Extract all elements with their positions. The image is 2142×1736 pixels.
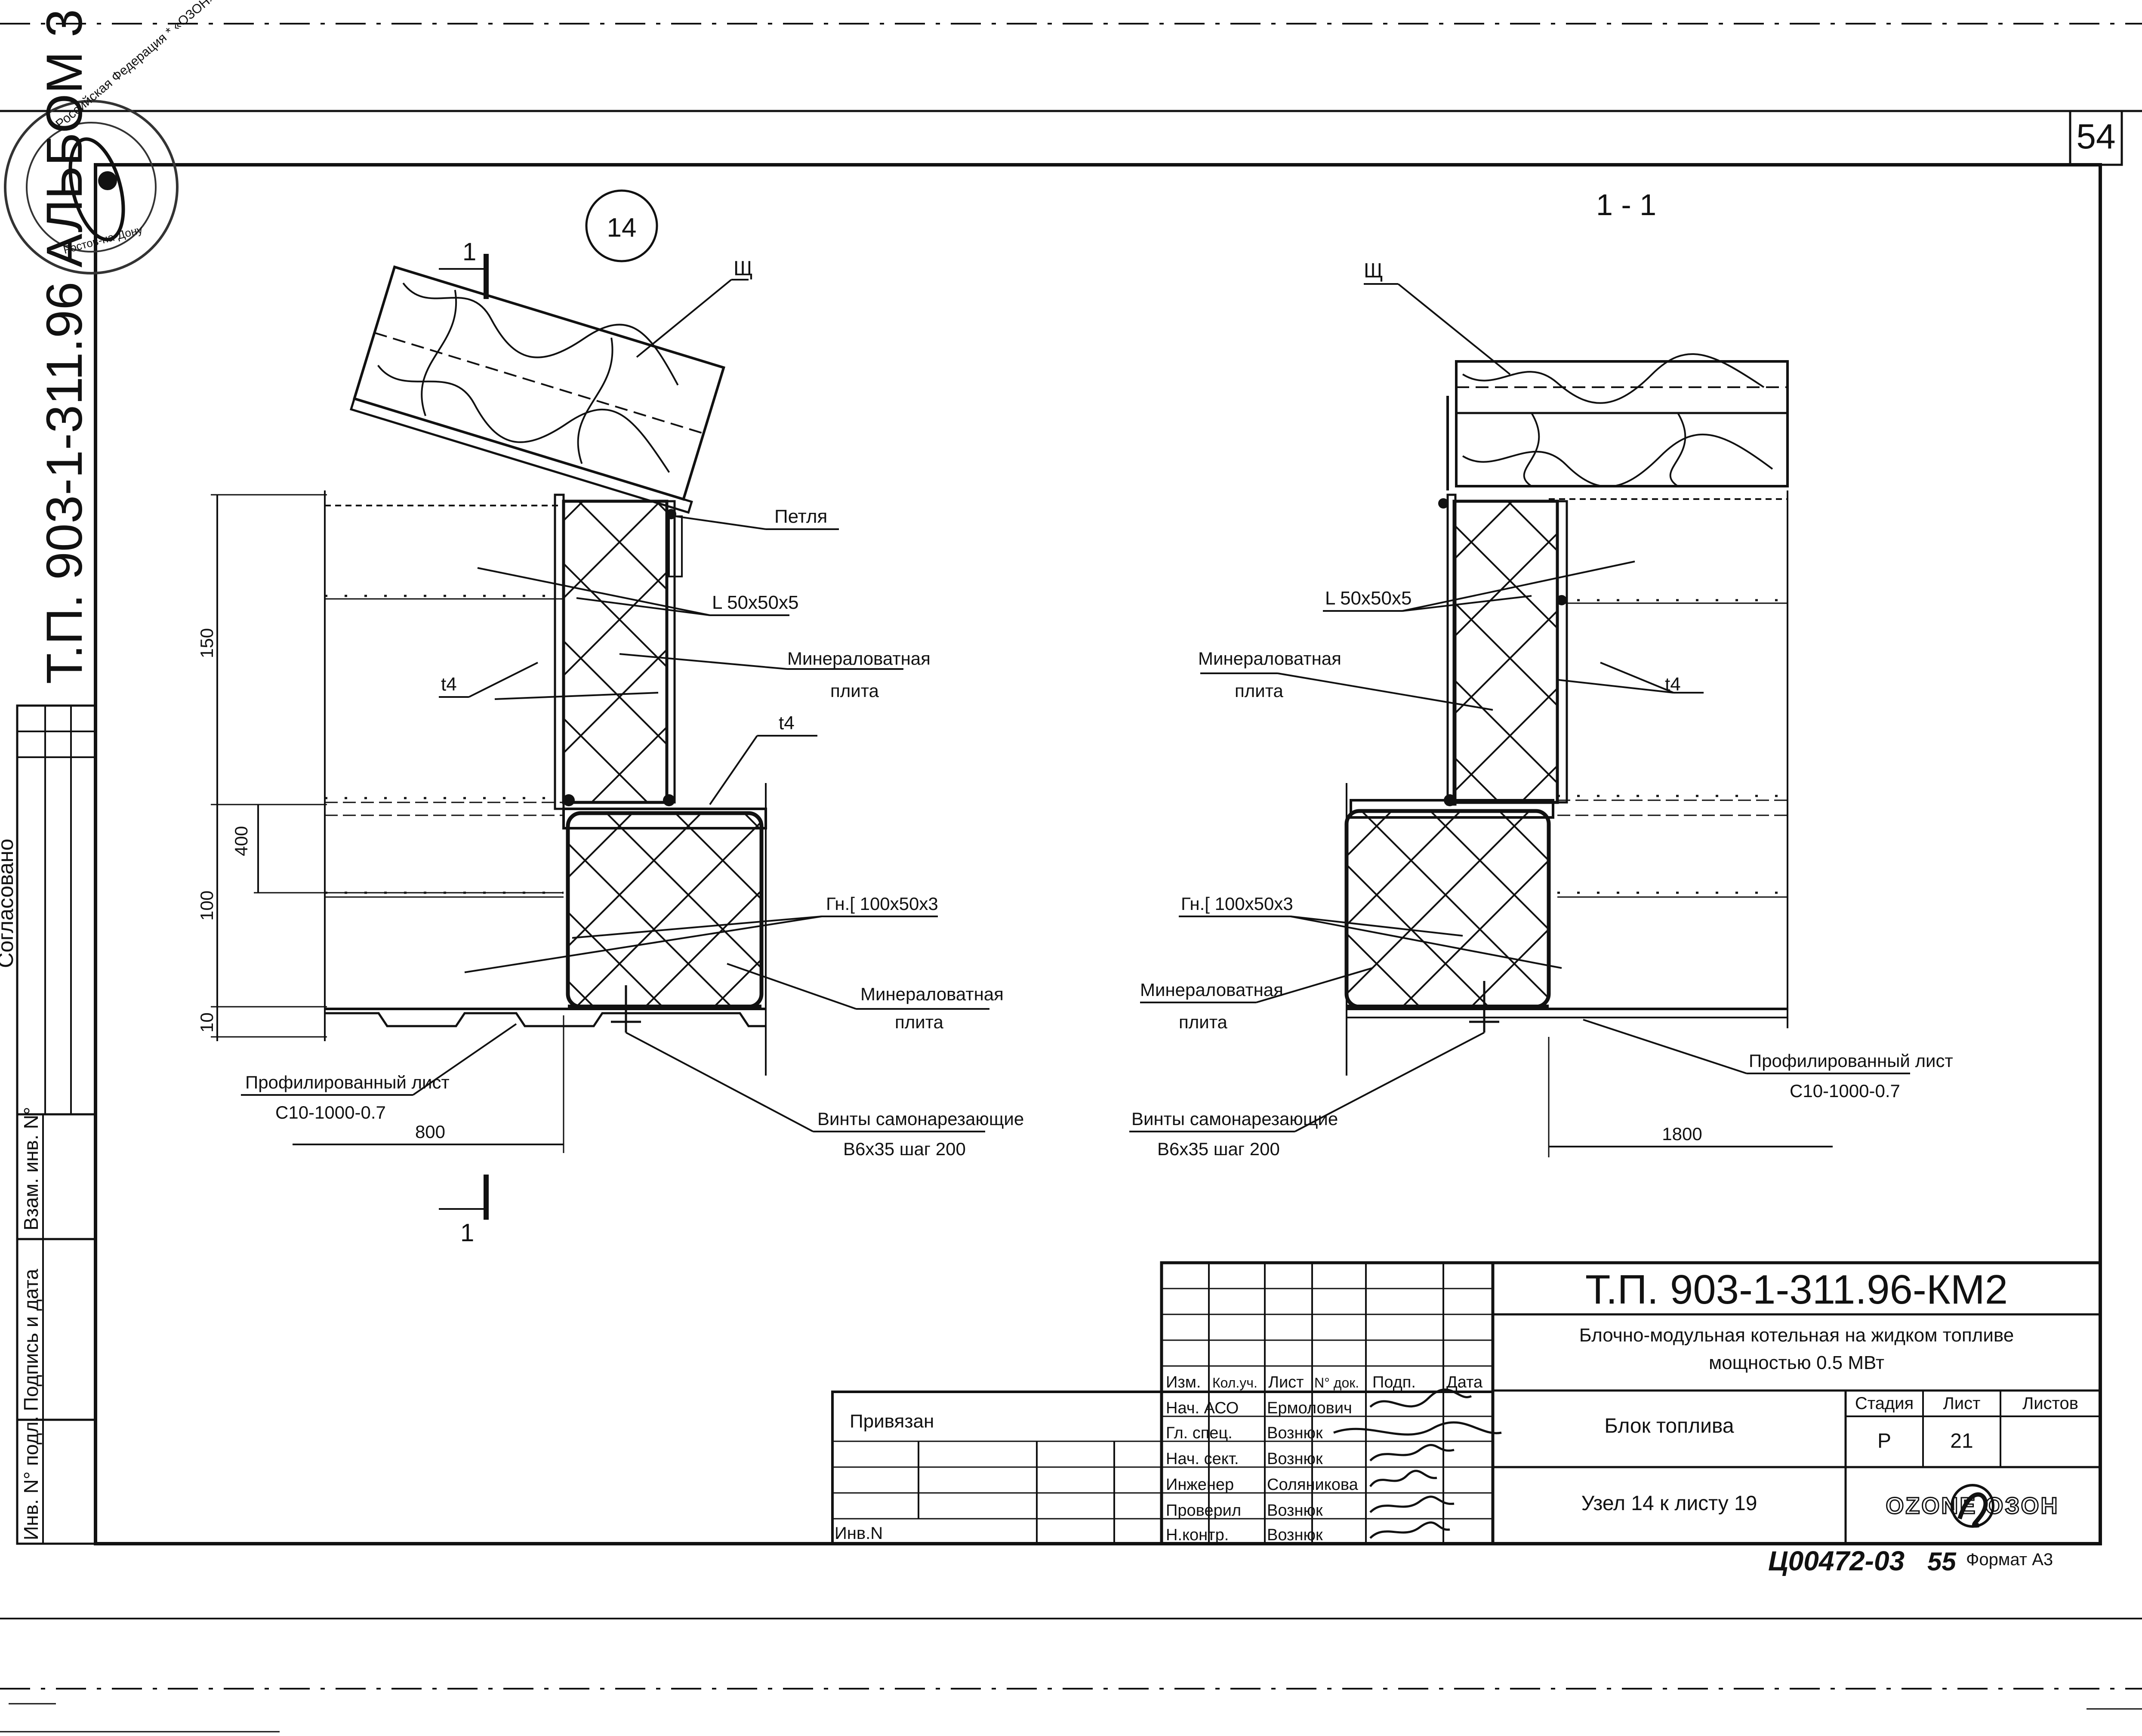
privyazan-label: Привязан bbox=[850, 1411, 934, 1432]
person-name: Вознюк bbox=[1267, 1526, 1323, 1544]
person-name: Соляникова bbox=[1267, 1476, 1359, 1494]
person-role: Инженер bbox=[1166, 1476, 1234, 1494]
section-mark-bottom: 1 bbox=[460, 1219, 474, 1247]
doc-code: Т.П. 903-1-311.96-КМ2 bbox=[1585, 1267, 2008, 1313]
right-profile-a: Профилированный лист bbox=[1749, 1051, 1953, 1071]
approval-strip: Согласовано Взам. инв. N° Подпись и дата… bbox=[0, 704, 97, 1545]
person-role: Проверил bbox=[1166, 1502, 1241, 1520]
sheet-title: Узел 14 к листу 19 bbox=[1581, 1492, 1757, 1515]
person-role: Нач. АСО bbox=[1166, 1399, 1239, 1417]
logo-text: OZONE ОЗОН bbox=[1886, 1493, 2059, 1519]
stage-header: Стадия bbox=[1855, 1394, 1914, 1413]
album-title: Т.П. 903-1-311.96 АЛЬБОМ 3 bbox=[36, 9, 93, 684]
dim-1800: 1800 bbox=[1662, 1124, 1702, 1144]
dim-10: 10 bbox=[197, 1012, 217, 1033]
left-label-channel: Гн.[ 100x50x3 bbox=[826, 894, 938, 914]
col-podp: Подп. bbox=[1372, 1373, 1416, 1391]
right-view: 1 - 1 1800 bbox=[1129, 188, 1953, 1159]
strip-podpis-data: Подпись и дата bbox=[20, 1269, 42, 1411]
right-label-channel: Гн.[ 100x50x3 bbox=[1181, 894, 1293, 914]
signatures bbox=[1333, 1388, 1502, 1539]
right-mineral-1b: плита bbox=[1235, 681, 1283, 701]
left-profile-b: С10-1000-0.7 bbox=[275, 1102, 386, 1122]
format-label: Формат А3 bbox=[1966, 1550, 2053, 1569]
inv-n-label: Инв.N bbox=[835, 1524, 883, 1543]
inventory-page: 55 bbox=[1927, 1547, 1957, 1576]
person-name: Вознюк bbox=[1267, 1424, 1323, 1442]
sheet-header: Лист bbox=[1943, 1394, 1981, 1413]
person-name: Ермолович bbox=[1267, 1399, 1352, 1417]
section-title: 1 - 1 bbox=[1596, 188, 1656, 222]
right-label-angle: L 50x50x5 bbox=[1325, 588, 1412, 609]
ozone-logo: OZONE ОЗОН bbox=[1885, 1484, 2059, 1528]
person-role: Н.контр. bbox=[1166, 1526, 1229, 1544]
dim-150: 150 bbox=[197, 628, 217, 658]
left-mineral-2b: плита bbox=[895, 1012, 943, 1032]
left-mineral-1b: плита bbox=[830, 681, 879, 701]
left-label-petlya: Петля bbox=[774, 506, 827, 527]
left-label-shch: Щ bbox=[734, 257, 753, 280]
right-mineral-2b: плита bbox=[1179, 1012, 1227, 1032]
person-name: Вознюк bbox=[1267, 1502, 1323, 1520]
title-block: Привязан Инв.N Изм. Кол.уч. Лист N° док.… bbox=[831, 1261, 2102, 1545]
left-screws-b: В6х35 шаг 200 bbox=[843, 1139, 966, 1159]
right-label-t4: t4 bbox=[1665, 674, 1681, 695]
section-mark-top: 1 bbox=[462, 238, 476, 266]
person-role: Гл. спец. bbox=[1166, 1424, 1233, 1442]
right-profile-b: С10-1000-0.7 bbox=[1790, 1081, 1900, 1101]
strip-vzam-inv: Взам. инв. N° bbox=[20, 1107, 42, 1230]
dim-100: 100 bbox=[197, 891, 217, 921]
description-line1: Блочно-модульная котельная на жидком топ… bbox=[1579, 1325, 2014, 1346]
sheet-no-value: 21 bbox=[1950, 1430, 1973, 1452]
stage-value: Р bbox=[1877, 1430, 1891, 1452]
trim-lines bbox=[0, 23, 2142, 1733]
sheet-number: 54 bbox=[2076, 117, 2115, 156]
right-label-shch: Щ bbox=[1364, 259, 1383, 282]
person-name: Вознюк bbox=[1267, 1450, 1323, 1468]
node-number: 14 bbox=[607, 213, 637, 243]
dim-400: 400 bbox=[231, 826, 251, 856]
sheets-header: Листов bbox=[2022, 1394, 2078, 1413]
left-screws-a: Винты самонарезающие bbox=[817, 1109, 1024, 1129]
person-role: Нач. сект. bbox=[1166, 1450, 1239, 1468]
description-line2: мощностью 0.5 МВт bbox=[1709, 1352, 1884, 1373]
left-mineral-1a: Минераловатная bbox=[787, 648, 931, 669]
left-label-angle: L 50x50x5 bbox=[712, 592, 798, 613]
left-view: 14 1 1 bbox=[197, 189, 1024, 1247]
right-mineral-2a: Минераловатная bbox=[1140, 980, 1283, 1000]
section-name: Блок топлива bbox=[1604, 1415, 1734, 1437]
col-izm: Изм. bbox=[1166, 1373, 1201, 1391]
right-screws-b: В6х35 шаг 200 bbox=[1157, 1139, 1280, 1159]
col-kol-uch: Кол.уч. bbox=[1212, 1375, 1257, 1391]
dim-800: 800 bbox=[415, 1122, 445, 1142]
inventory-handwritten: Ц00472-03 bbox=[1768, 1545, 1905, 1576]
left-mineral-2a: Минераловатная bbox=[860, 984, 1004, 1004]
strip-soglasovano: Согласовано bbox=[0, 839, 18, 968]
col-data: Дата bbox=[1446, 1373, 1483, 1391]
col-list: Лист bbox=[1268, 1373, 1304, 1391]
col-n-dok: N° док. bbox=[1314, 1375, 1359, 1391]
strip-inv-podl: Инв. N° подл. bbox=[20, 1416, 42, 1540]
right-screws-a: Винты самонарезающие bbox=[1131, 1109, 1338, 1129]
right-mineral-1a: Минераловатная bbox=[1198, 648, 1341, 669]
left-label-t4-left: t4 bbox=[441, 674, 457, 695]
left-profile-a: Профилированный лист bbox=[245, 1072, 450, 1092]
left-label-t4-right: t4 bbox=[779, 712, 795, 734]
